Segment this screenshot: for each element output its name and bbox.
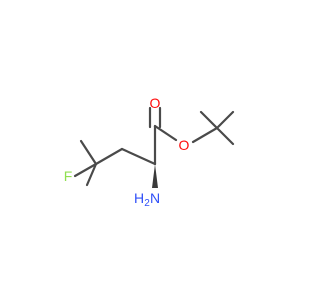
bond-tbu-methyl-right bbox=[215, 126, 235, 146]
atom-label-fluorine: F bbox=[64, 168, 73, 184]
bond-c5-o-ester bbox=[153, 124, 178, 142]
bond-c3-c4 bbox=[120, 147, 157, 166]
wedge-bond-c4-n bbox=[152, 164, 158, 188]
molecule-svg: O O F H 2 N bbox=[64, 95, 235, 209]
bond-c2-fluorine bbox=[73, 162, 98, 178]
atom-label-amine-n: N bbox=[150, 190, 160, 206]
atom-label-ester-o: O bbox=[179, 137, 190, 153]
bond-tbu-methyl-right-top bbox=[215, 110, 235, 130]
bond-c2-methyl-top bbox=[79, 139, 98, 166]
bond-tbu-methyl-top bbox=[199, 110, 219, 130]
atom-label-amine-h: H bbox=[134, 190, 144, 206]
bond-c2-methyl-bottom bbox=[85, 162, 98, 187]
atom-label-amine-h-count: 2 bbox=[144, 198, 150, 209]
bond-c2-c3 bbox=[94, 147, 124, 166]
structure-diagram: O O F H 2 N bbox=[63, 95, 235, 209]
bond-o-ester-ctbu bbox=[191, 126, 219, 144]
atom-label-carbonyl-o: O bbox=[150, 95, 161, 111]
